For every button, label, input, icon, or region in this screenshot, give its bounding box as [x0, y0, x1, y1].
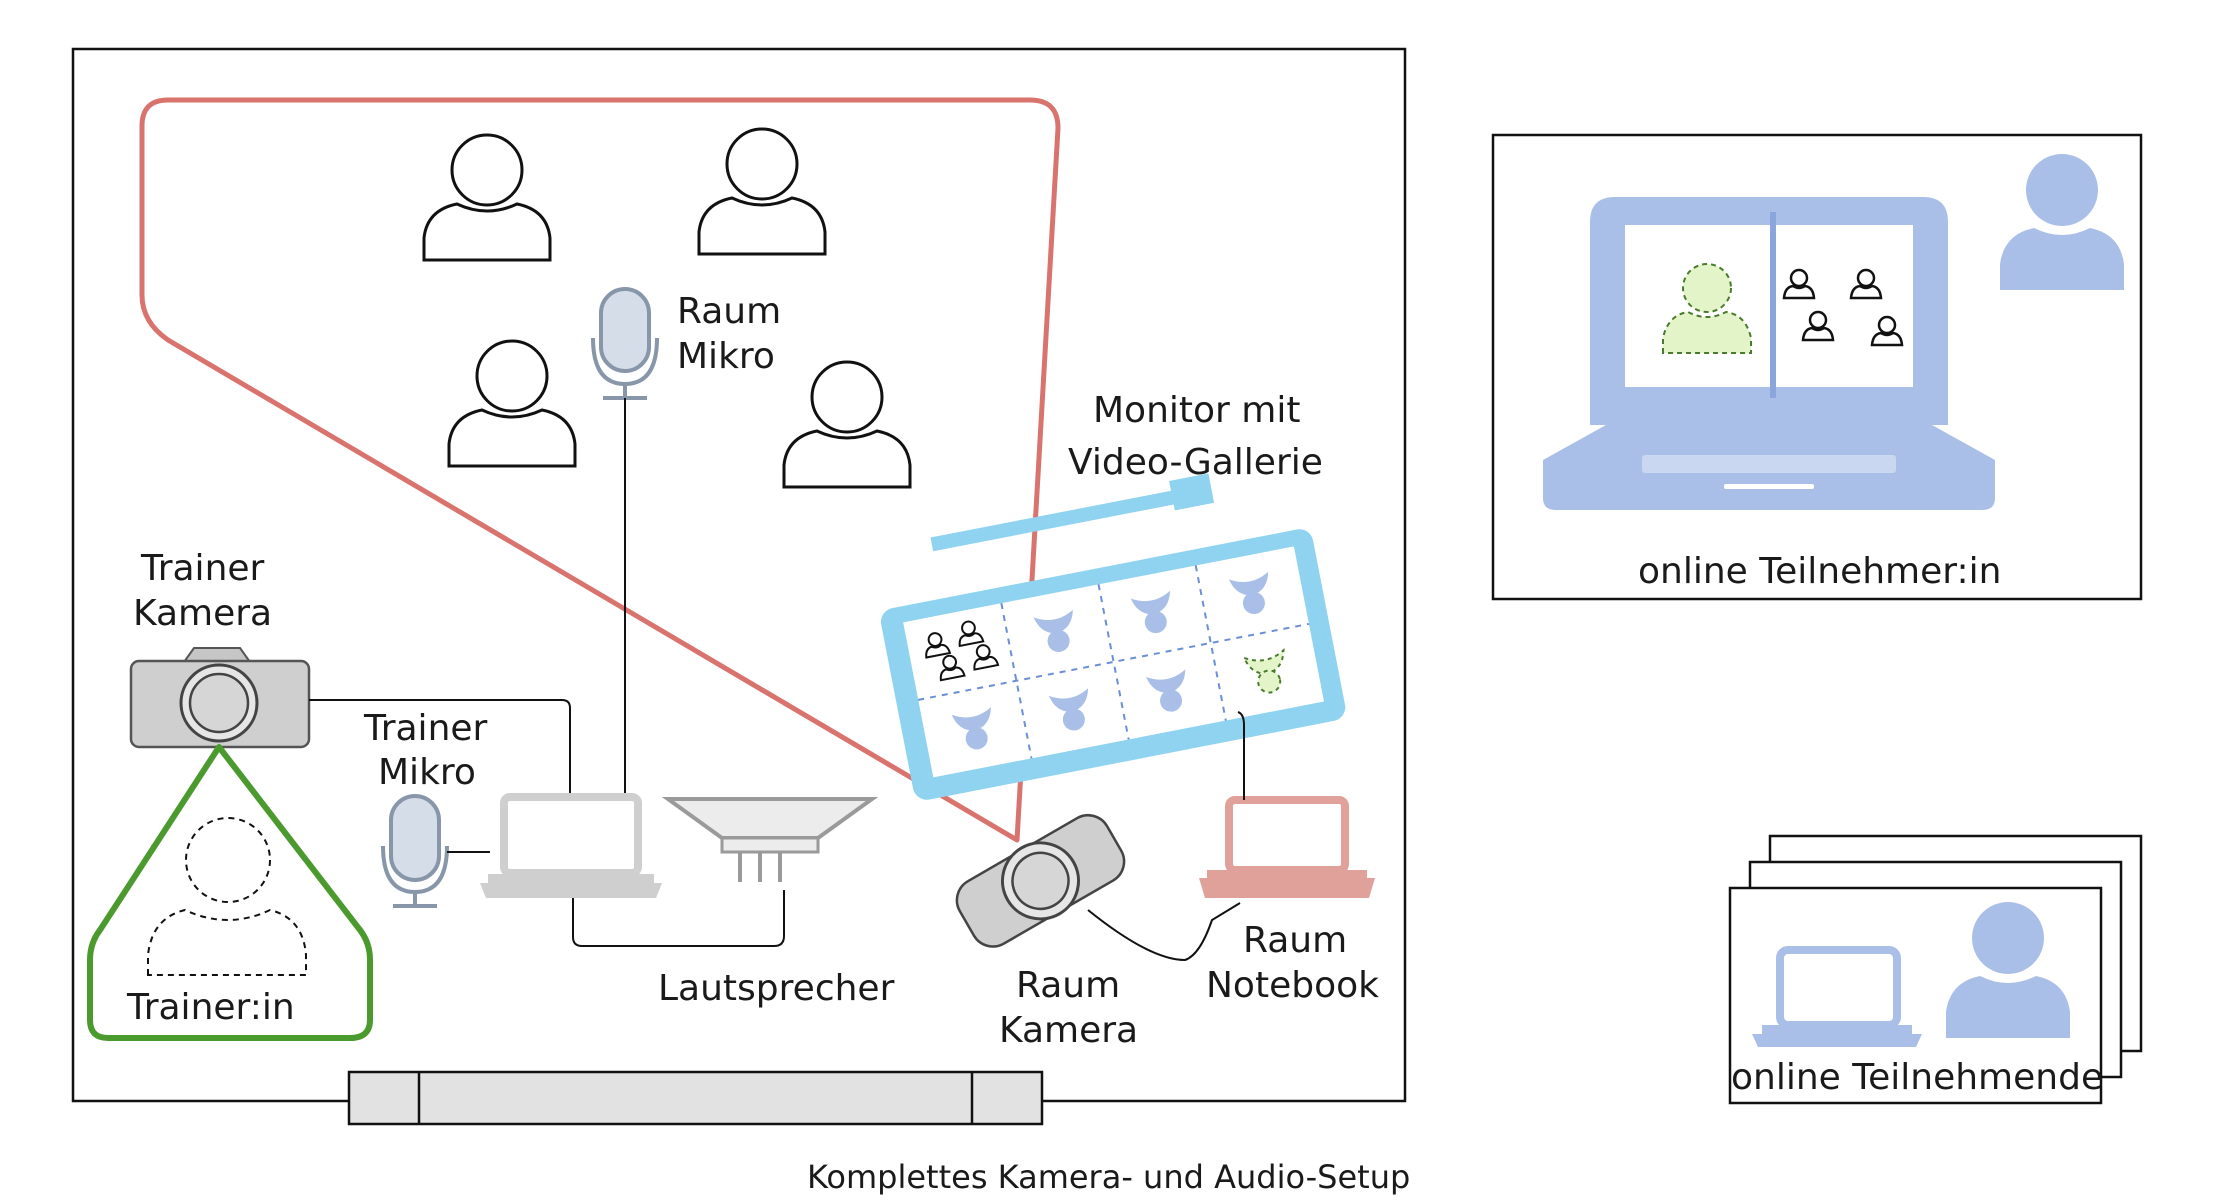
whiteboard-bar	[347, 1070, 1044, 1126]
trainer-person-icon	[147, 817, 307, 976]
raum-kamera-label-2: Kamera	[999, 1010, 1138, 1051]
trainer-camera-icon	[129, 647, 311, 749]
online-teilnehmer-in-label: online Teilnehmer:in	[1638, 551, 2001, 592]
online-laptop-icon	[1543, 197, 1995, 510]
room-camera-icon	[955, 813, 1126, 948]
lautsprecher-label: Lautsprecher	[658, 968, 895, 1009]
online-teilnehmende-label: online Teilnehmende	[1731, 1057, 2103, 1098]
trainer-camera-cable	[309, 699, 571, 800]
trainer-kamera-label: Trainer	[140, 548, 265, 589]
trainer-mikro-label: Trainer	[363, 708, 488, 749]
raum-mikro-label-2: Mikro	[677, 336, 775, 377]
raum-notebook-label-2: Notebook	[1206, 965, 1379, 1006]
gallery-tile-active	[1242, 647, 1285, 694]
room-camera-view-area	[139, 97, 1061, 843]
trainer-mikro-label-2: Mikro	[378, 752, 476, 793]
monitor-notebook-cable	[1237, 711, 1245, 800]
trainer-kamera-label-2: Kamera	[133, 593, 272, 634]
online-participants-laptop-icon	[1752, 946, 1922, 1047]
monitor-icon	[880, 473, 1346, 800]
laptop-speaker-cable	[572, 890, 785, 947]
trainer-in-label: Trainer:in	[126, 987, 295, 1028]
figure-caption: Komplettes Kamera- und Audio-Setup	[807, 1158, 1410, 1196]
raum-kamera-label: Raum	[1016, 965, 1120, 1006]
room-camera-cable	[1087, 902, 1241, 962]
trainer-microphone-icon	[381, 794, 449, 908]
trainer-camera-view-area	[87, 744, 373, 1041]
room-notebook-icon	[1199, 796, 1375, 898]
raum-notebook-label: Raum	[1243, 920, 1347, 961]
speaker-icon	[661, 797, 879, 882]
video-call-self-view	[1662, 263, 1752, 354]
monitor-label: Monitor mit	[1093, 390, 1300, 431]
raum-mikro-label: Raum	[677, 291, 781, 332]
trainer-laptop-icon	[480, 793, 662, 898]
